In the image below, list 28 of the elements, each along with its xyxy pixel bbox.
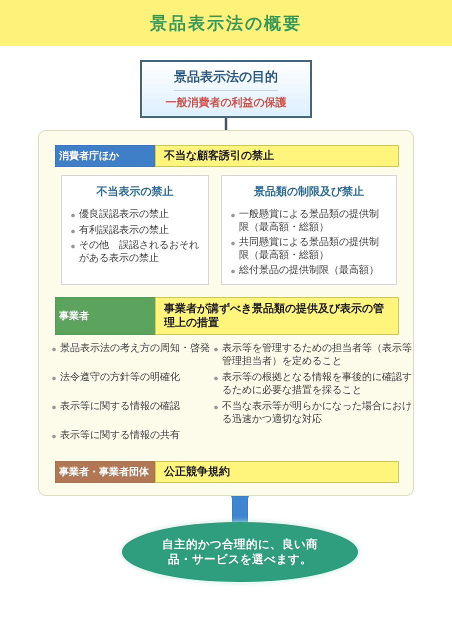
- heading-text: 景品表示法の目的: [174, 68, 278, 91]
- heading-bar: [155, 145, 399, 167]
- category-tab: [55, 145, 155, 167]
- heading-text: 事業者が講ずべき景品類の提供及び表示の管理上の措置: [164, 302, 385, 330]
- connector: [224, 118, 228, 130]
- category-tab: [55, 297, 155, 335]
- bullet-item: 表示等を管理するための担当者等（表示等管理担当者）を定めること: [213, 343, 413, 368]
- category-text: 事業者: [59, 310, 89, 322]
- heading-text: 不当な顧客誘引の禁止: [164, 148, 274, 164]
- category-tab: [55, 461, 155, 483]
- connector: [229, 496, 251, 522]
- subheading-text: 一般消費者の利益の保護: [166, 95, 286, 110]
- heading-bar: [155, 297, 399, 335]
- bullet-item: 表示等の根拠となる情報を事後的に確認するために必要な措置を採ること: [213, 372, 413, 397]
- card-heading: 不当表示の禁止: [96, 184, 174, 199]
- category-text: 事業者・事業者団体: [59, 466, 149, 478]
- bullet-item: 不当な表示等が明らかになった場合における迅速かつ適切な対応: [213, 401, 413, 426]
- card-heading: 景品類の制限及び禁止: [253, 184, 365, 199]
- content-card: [221, 175, 397, 285]
- purpose-box: [140, 60, 312, 118]
- category-text: 消費者庁ほか: [59, 150, 119, 162]
- content-card: [61, 175, 209, 285]
- heading-bar: [155, 461, 399, 483]
- result-text: 自主的かつ合理的に、良い商品・サービスを選べます。: [161, 537, 319, 567]
- bullet-item: その他 誤認されるおそれがある表示の禁止: [70, 240, 200, 265]
- title: 景品表示法の概要: [149, 13, 303, 35]
- heading-text: 公正競争規約: [164, 464, 230, 480]
- panel-background: [38, 130, 414, 496]
